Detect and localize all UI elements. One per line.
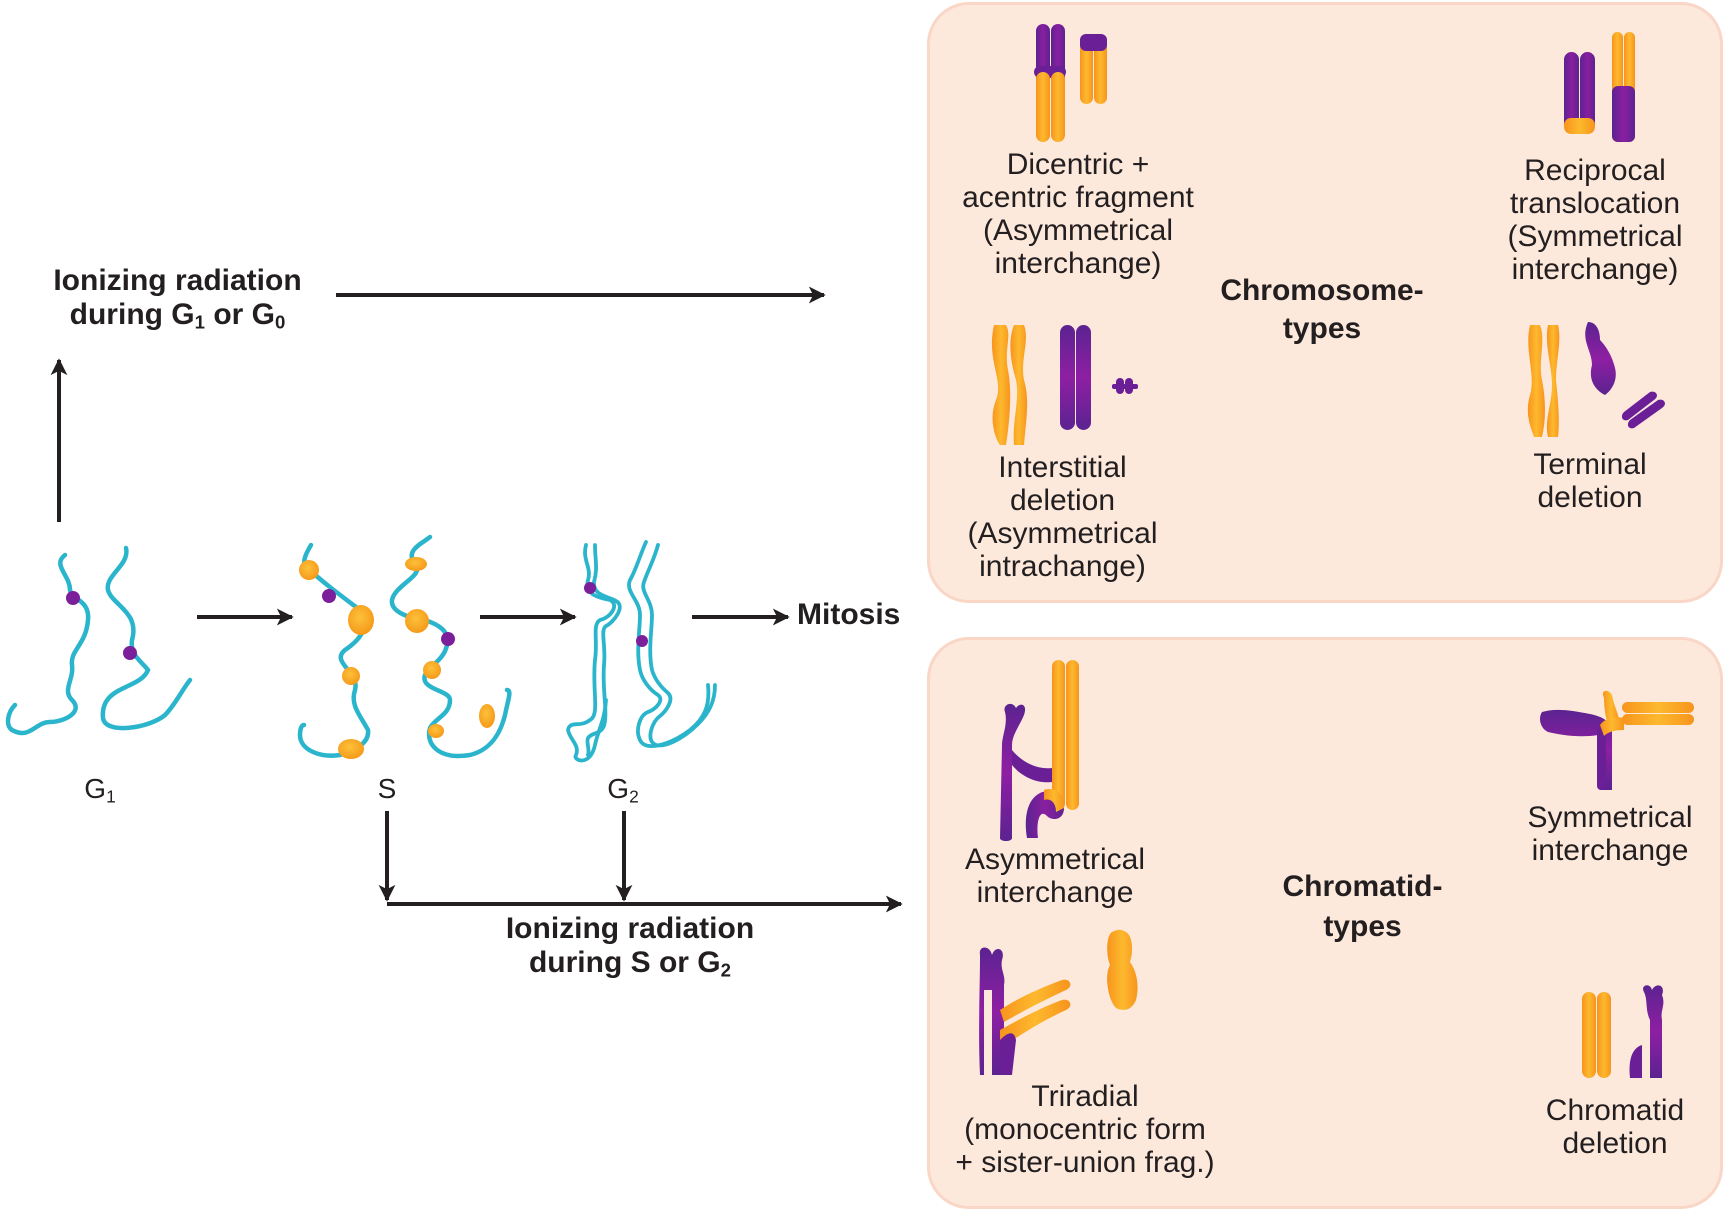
label-line: interchange (1531, 834, 1689, 867)
label-line: during S or G2 (465, 946, 795, 980)
label-line: during G1 or G0 (20, 298, 335, 332)
centromere (636, 635, 648, 647)
g2-chromosomes (566, 540, 717, 763)
label-line: (Asymmetrical (967, 517, 1158, 550)
label-text: during S or G (528, 946, 721, 979)
label-line: Chromatid (1545, 1094, 1685, 1127)
chromatid-types-title: Chromatid- types (1240, 867, 1485, 947)
label-dicentric: Dicentric + acentric fragment (Asymmetri… (938, 148, 1218, 280)
label-triradial: Triradial (monocentric form + sister-uni… (935, 1080, 1235, 1179)
label-line: Asymmetrical (964, 843, 1145, 876)
mitosis-label: Mitosis (797, 598, 901, 631)
centromere (584, 582, 596, 594)
label-line: interchange (976, 876, 1134, 909)
label-line: Ionizing radiation (53, 264, 302, 297)
label-line: deletion (1537, 481, 1643, 514)
label-line: Dicentric + (1006, 148, 1150, 181)
phase-label-g1: G1 (60, 772, 140, 805)
phase-name: S (377, 773, 397, 804)
title-line: types (1323, 910, 1402, 943)
label-line: Symmetrical (1527, 801, 1693, 834)
triradial-illustration (979, 929, 1138, 1075)
title-line: Chromosome- (1220, 274, 1424, 307)
label-line: (Asymmetrical (982, 214, 1173, 247)
subscript: 2 (720, 959, 731, 981)
s-phase-chromosomes (297, 534, 512, 759)
label-line: (Symmetrical (1507, 220, 1683, 253)
title-line: types (1282, 312, 1362, 345)
symmetrical-interchange-illustration (1540, 690, 1694, 790)
title-line: Chromatid- (1282, 870, 1443, 903)
label-line: (monocentric form (964, 1113, 1206, 1146)
label-text: during G (69, 298, 195, 331)
phase-label-s: S (347, 772, 427, 805)
label-reciprocal-translocation: Reciprocal translocation (Symmetrical in… (1480, 154, 1710, 286)
phase-label-g2: G2 (583, 772, 663, 805)
subscript: 1 (194, 311, 205, 333)
g1-chromosomes (5, 545, 193, 736)
label-chromatid-deletion: Chromatid deletion (1525, 1094, 1705, 1160)
label-interstitial-deletion: Interstitial deletion (Asymmetrical intr… (940, 451, 1185, 583)
centromere (66, 591, 80, 605)
radiation-s-g2-label: Ionizing radiation during S or G2 (465, 912, 795, 980)
replication-forks (299, 557, 495, 759)
reciprocal-translocation-illustration (1564, 32, 1635, 142)
phase-name: G (84, 773, 107, 804)
label-line: Terminal (1533, 448, 1647, 481)
subscript: 1 (106, 786, 116, 807)
radiation-g1-g0-label: Ionizing radiation during G1 or G0 (20, 264, 335, 332)
label-line: Ionizing radiation (505, 912, 755, 945)
chromosome-types-title: Chromosome- types (1192, 272, 1452, 348)
label-line: Reciprocal (1524, 154, 1666, 187)
interstitial-deletion-illustration (991, 325, 1138, 445)
label-line: + sister-union frag.) (955, 1146, 1215, 1179)
label-text: or G (204, 298, 275, 331)
asymmetrical-interchange-illustration (1000, 660, 1079, 841)
subscript: 0 (275, 311, 286, 333)
centromere (123, 646, 137, 660)
centromere (441, 632, 455, 646)
label-asymmetrical-interchange: Asymmetrical interchange (940, 843, 1170, 909)
label-line: interchange) (994, 247, 1162, 280)
label-line: Triradial (1031, 1080, 1139, 1113)
terminal-deletion-illustration (1527, 322, 1665, 437)
label-symmetrical-interchange: Symmetrical interchange (1505, 801, 1715, 867)
label-line: intrachange) (979, 550, 1146, 583)
label-line: deletion (1009, 484, 1116, 517)
label-line: translocation (1509, 187, 1681, 220)
label-terminal-deletion: Terminal deletion (1500, 448, 1680, 514)
phase-name: G (607, 773, 630, 804)
label-line: deletion (1562, 1127, 1668, 1160)
chromatid-deletion-illustration (1582, 985, 1664, 1078)
dicentric-illustration (1034, 24, 1107, 142)
label-line: Interstitial (998, 451, 1127, 484)
label-line: acentric fragment (962, 181, 1194, 214)
subscript: 2 (629, 786, 639, 807)
label-line: interchange) (1511, 253, 1679, 286)
centromere (322, 589, 336, 603)
